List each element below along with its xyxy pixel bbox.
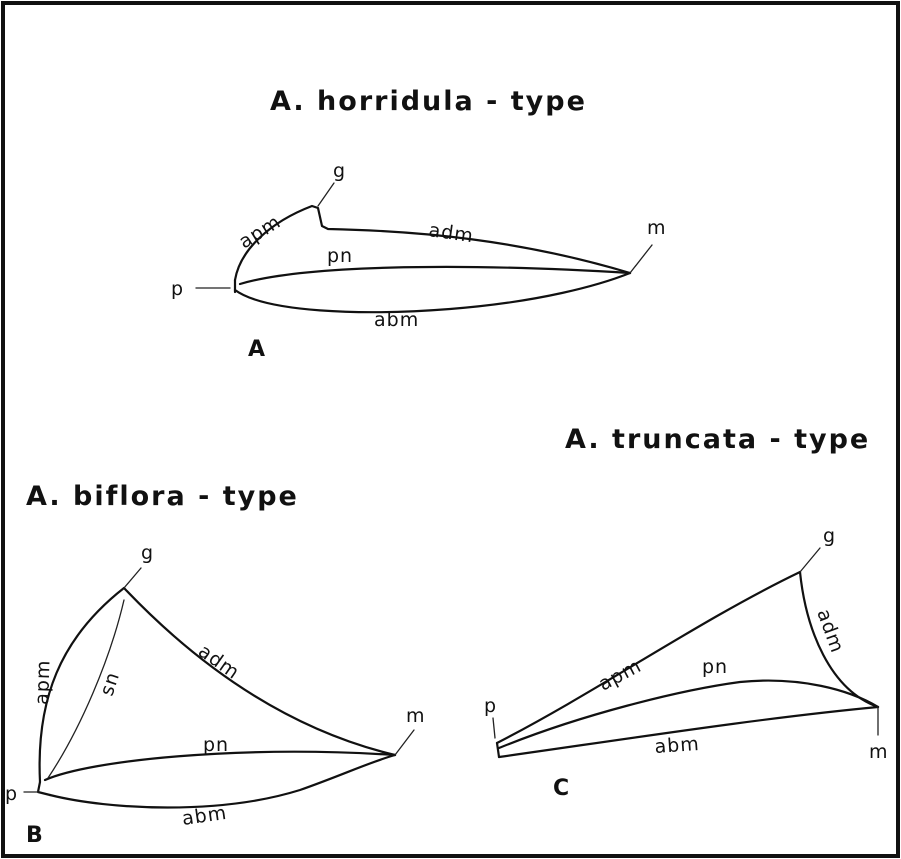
outline-pn-c <box>497 679 880 750</box>
leader-m-a <box>629 244 653 274</box>
title-horridula: A. horridula - type <box>270 86 587 117</box>
leader-m-b <box>394 729 415 756</box>
outline-abm-b <box>48 753 397 809</box>
label-m-a: m <box>647 217 667 239</box>
label-abm-a: abm <box>374 309 419 331</box>
panel-b: A. biflora - type g m p apm sn adm pn ab… <box>5 481 426 848</box>
label-g-b: g <box>141 542 154 564</box>
panel-letter-a: A <box>248 337 265 362</box>
label-apm-b: apm <box>31 659 55 705</box>
outline-adm-b <box>122 586 397 757</box>
label-p-a: p <box>171 278 184 300</box>
leader-p-c <box>492 717 496 739</box>
title-truncata: A. truncata - type <box>565 424 870 455</box>
outline-apm-b <box>38 586 126 784</box>
outline-pn-b <box>43 750 397 782</box>
panel-letter-c: C <box>553 776 569 801</box>
label-pn-b: pn <box>203 734 229 756</box>
label-pn-a: pn <box>327 245 353 267</box>
outline-pn-a <box>238 265 632 286</box>
label-g-c: g <box>823 525 836 547</box>
base-c <box>495 741 501 759</box>
outline-abm-c <box>497 705 880 759</box>
outline-upper-a <box>233 204 632 282</box>
panel-c: A. truncata - type g m p apm adm pn abm … <box>484 424 889 801</box>
leader-g-c <box>799 547 821 573</box>
outline-sn-b <box>47 599 125 779</box>
label-p-b: p <box>5 783 18 805</box>
panel-letter-b: B <box>26 823 43 848</box>
panel-a: A. horridula - type g m p apm adm pn abm… <box>171 86 667 362</box>
outline-abm-a <box>233 271 632 314</box>
leader-g-a <box>317 182 335 207</box>
label-g-a: g <box>333 160 346 182</box>
label-m-c: m <box>869 741 889 763</box>
label-p-c: p <box>484 695 497 717</box>
label-pn-c: pn <box>702 656 728 678</box>
leader-g-b <box>123 567 142 589</box>
label-m-b: m <box>406 705 426 727</box>
label-abm-c: abm <box>654 733 701 758</box>
title-biflora: A. biflora - type <box>26 481 299 512</box>
outline-apm-c <box>495 570 802 745</box>
